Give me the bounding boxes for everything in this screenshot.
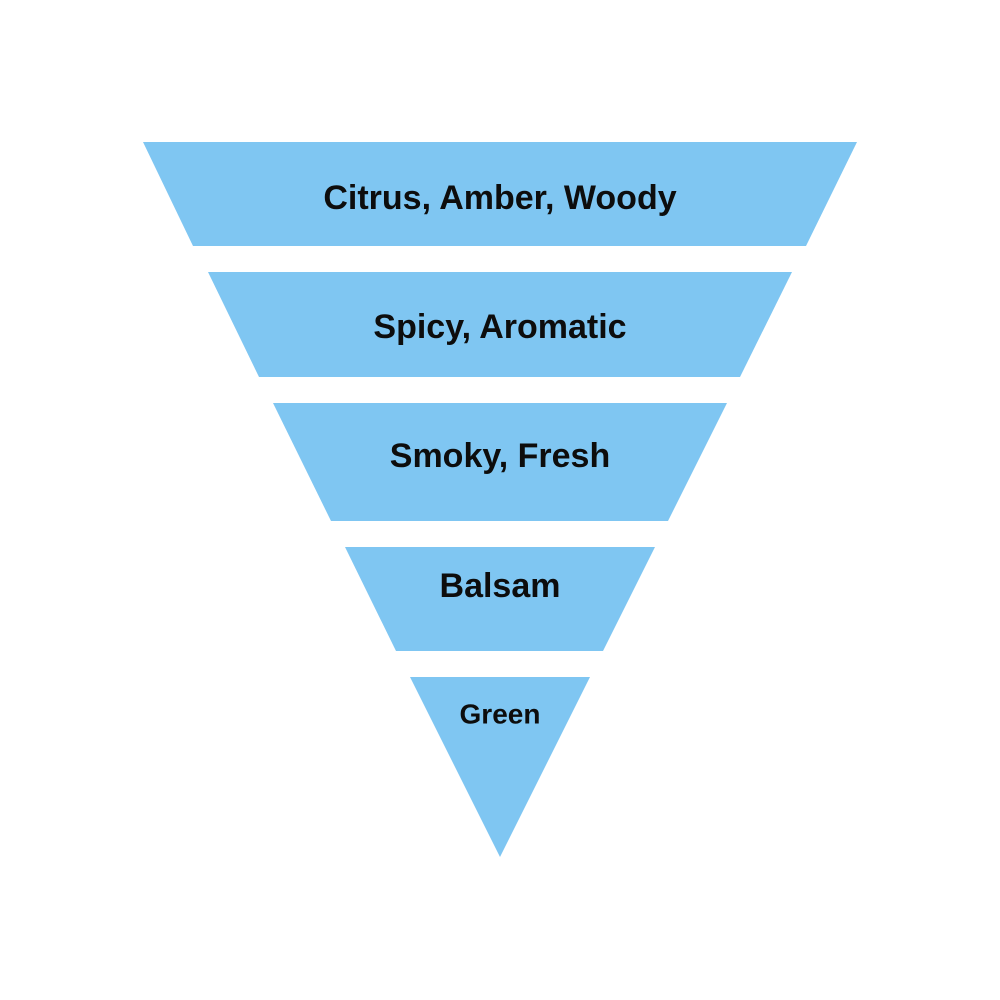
- funnel-tier-4-shape: [345, 547, 655, 651]
- funnel-tier-1-shape: [143, 142, 857, 246]
- funnel-tier-5-shape: [410, 677, 590, 857]
- funnel-tier-2-shape: [208, 272, 792, 377]
- funnel-tier-5-label: Green: [460, 698, 541, 729]
- funnel-tier-2: Spicy, Aromatic: [208, 272, 792, 377]
- funnel-tier-5: Green: [410, 677, 590, 857]
- funnel-tier-3-label: Smoky, Fresh: [390, 437, 610, 475]
- funnel-tier-4-label: Balsam: [440, 567, 561, 605]
- funnel-tier-2-label: Spicy, Aromatic: [373, 308, 626, 346]
- funnel-tier-3: Smoky, Fresh: [273, 403, 727, 521]
- funnel-tier-1-label: Citrus, Amber, Woody: [323, 179, 676, 217]
- funnel-tier-3-shape: [273, 403, 727, 521]
- funnel-tier-1: Citrus, Amber, Woody: [143, 142, 857, 246]
- funnel-tier-4: Balsam: [345, 547, 655, 651]
